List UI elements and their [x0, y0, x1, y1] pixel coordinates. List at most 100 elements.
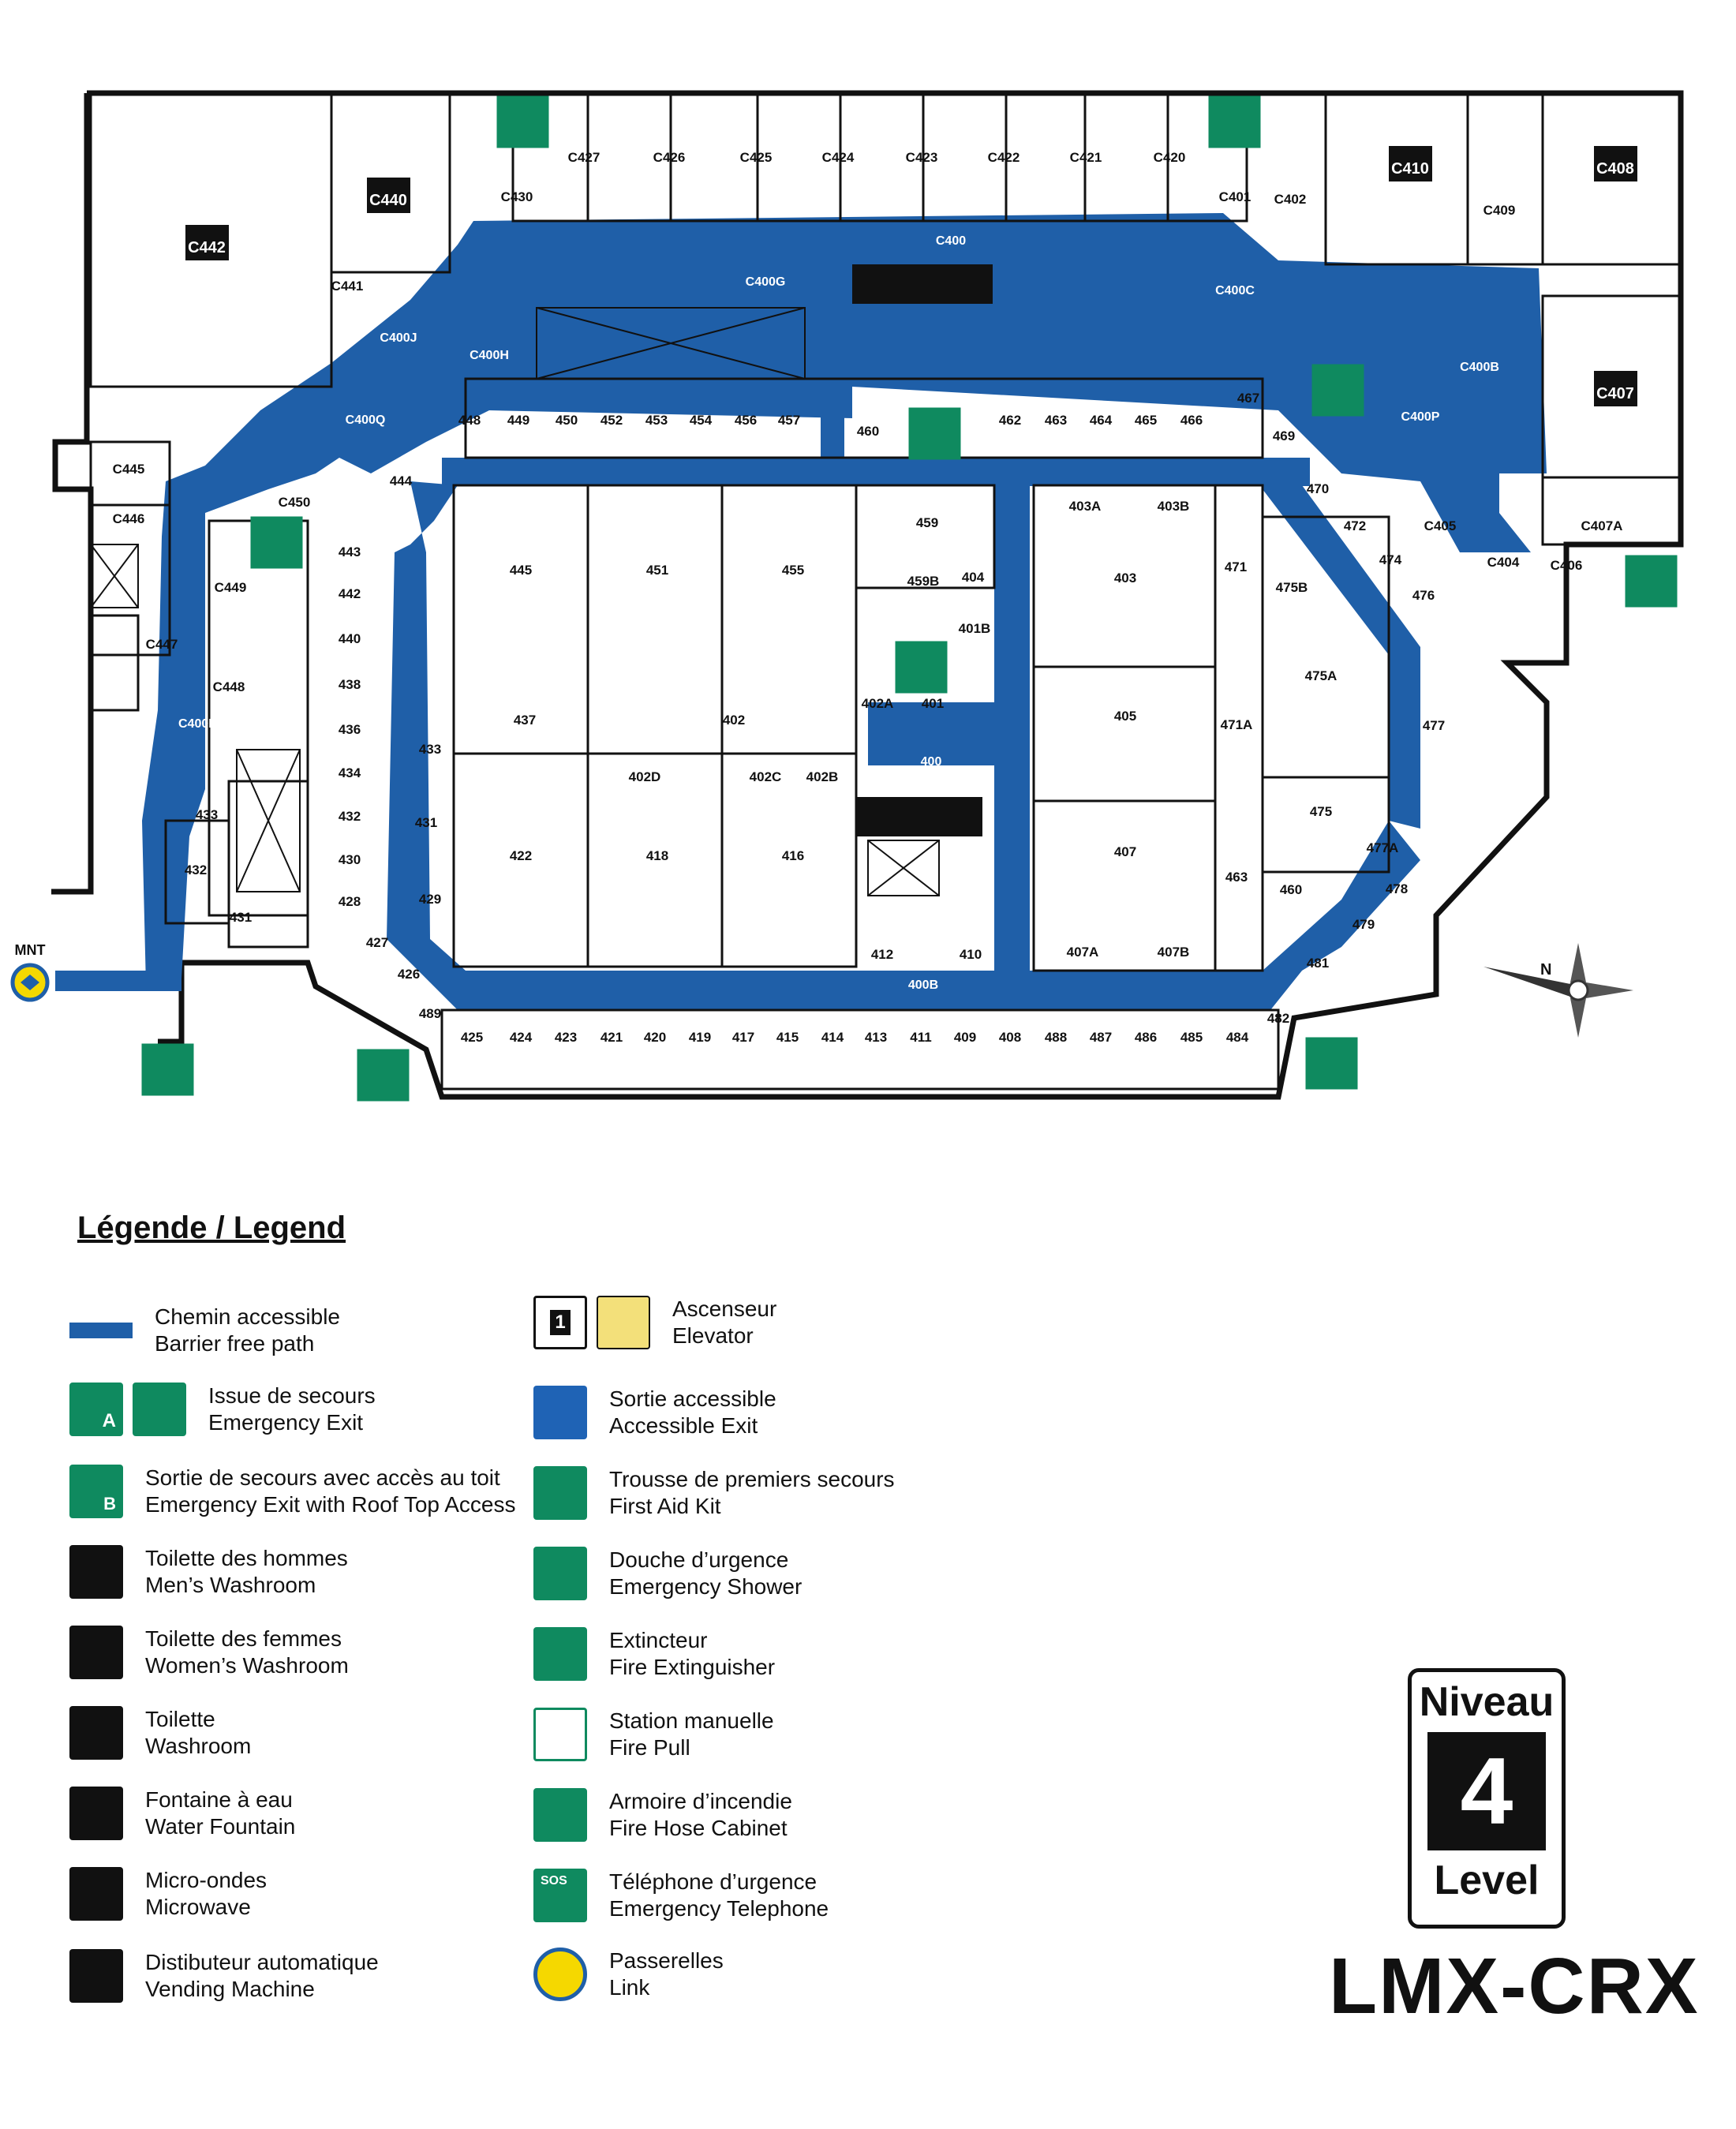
room-label: 430	[339, 852, 361, 867]
room-label: 438	[339, 677, 361, 692]
womens-washroom-icon	[69, 1626, 123, 1679]
room-label: 478	[1386, 881, 1408, 896]
room-label: C426	[653, 150, 686, 165]
svg-text:C400J: C400J	[380, 331, 417, 345]
elevator-icon: 1	[533, 1296, 587, 1349]
room-label: 460	[857, 424, 879, 439]
room-label: 470	[1307, 481, 1329, 496]
room-label: 456	[735, 413, 757, 428]
svg-text:C400C: C400C	[1215, 284, 1255, 297]
room-label: C424	[822, 150, 855, 165]
room-label: 411	[910, 1030, 931, 1045]
emergency-telephone-icon: SOS	[533, 1869, 587, 1922]
vending-machine-icon	[69, 1949, 123, 2003]
room-label: 482	[1267, 1011, 1289, 1026]
room-label: 402	[723, 713, 745, 728]
room-label: 471A	[1221, 717, 1253, 732]
room-label: 477	[1423, 718, 1445, 733]
room-label: 421	[600, 1030, 623, 1045]
room-label: 466	[1180, 413, 1203, 428]
room-label: 405	[1114, 709, 1136, 724]
room-label: 442	[339, 586, 361, 601]
room-label: 418	[646, 848, 668, 863]
exit-signs	[141, 95, 1678, 1102]
room-label: 484	[1226, 1030, 1249, 1045]
svg-text:C400B: C400B	[1460, 361, 1499, 374]
room-label: 403	[1114, 571, 1136, 586]
room-label: C401	[1219, 189, 1251, 204]
svg-text:C400G: C400G	[746, 275, 786, 289]
room-label: 469	[1273, 428, 1295, 443]
room-label: 452	[600, 413, 623, 428]
room-label: 403A	[1069, 499, 1102, 514]
room-label: 427	[366, 935, 388, 950]
room-label: 472	[1344, 518, 1366, 533]
room-label: 431	[415, 815, 437, 830]
elevator-shaft-icon	[597, 1296, 650, 1349]
room-label: 488	[1045, 1030, 1067, 1045]
emergency-exit-icon	[133, 1383, 186, 1436]
room-label: 402D	[629, 769, 661, 784]
room-label: 463	[1225, 870, 1248, 885]
room-label: 413	[865, 1030, 887, 1045]
room-label: C441	[331, 279, 364, 294]
room-label: 457	[778, 413, 800, 428]
room-label: 412	[871, 947, 893, 962]
svg-text:C442: C442	[188, 239, 226, 256]
room-label: 433	[419, 742, 441, 757]
room-label: 486	[1135, 1030, 1157, 1045]
room-label: 415	[776, 1030, 799, 1045]
room-label: 407B	[1158, 945, 1190, 960]
room-label: 432	[185, 862, 207, 877]
svg-text:MNT: MNT	[15, 942, 46, 958]
room-label: 409	[954, 1030, 976, 1045]
room-label: 434	[339, 765, 361, 780]
mnt-link[interactable]: MNT	[10, 942, 50, 1002]
room-label: 429	[419, 892, 441, 907]
room-label: 462	[999, 413, 1021, 428]
room-label: 453	[645, 413, 668, 428]
svg-text:C400P: C400P	[1401, 410, 1440, 424]
interior-walls	[89, 93, 1682, 1091]
room-label: 455	[782, 563, 804, 578]
room-label: 444	[390, 473, 413, 488]
room-label: 481	[1307, 956, 1329, 971]
room-label: C422	[988, 150, 1020, 165]
room-label: C420	[1154, 150, 1186, 165]
room-label: 414	[821, 1030, 844, 1045]
room-label: 443	[339, 544, 361, 559]
room-label: 402B	[806, 769, 839, 784]
compass-icon: N	[1483, 943, 1633, 1038]
room-label: 454	[690, 413, 713, 428]
emergency-exit-roof-icon: B	[69, 1465, 123, 1518]
svg-text:C400H: C400H	[470, 349, 509, 362]
room-label: C445	[113, 462, 145, 477]
building-code: LMX-CRX	[1329, 1942, 1700, 2030]
svg-text:C400Q: C400Q	[346, 413, 386, 427]
room-label: C430	[501, 189, 533, 204]
room-label: 449	[507, 413, 529, 428]
emergency-shower-icon	[533, 1547, 587, 1600]
room-label: 487	[1090, 1030, 1112, 1045]
room-label: C449	[215, 580, 247, 595]
room-label: 451	[646, 563, 668, 578]
room-label: 475B	[1276, 580, 1308, 595]
svg-text:C400L: C400L	[178, 717, 216, 731]
room-label: C448	[213, 679, 245, 694]
room-label: 426	[398, 967, 420, 982]
corridor-labels: C400 C400G C400C C400B C400P C400J C400H…	[178, 234, 1499, 992]
room-label: 475	[1310, 804, 1332, 819]
room-label: 464	[1090, 413, 1113, 428]
svg-text:C408: C408	[1596, 160, 1634, 178]
room-label: C427	[568, 150, 600, 165]
svg-text:C440: C440	[369, 192, 407, 209]
room-label: 431	[230, 910, 252, 925]
